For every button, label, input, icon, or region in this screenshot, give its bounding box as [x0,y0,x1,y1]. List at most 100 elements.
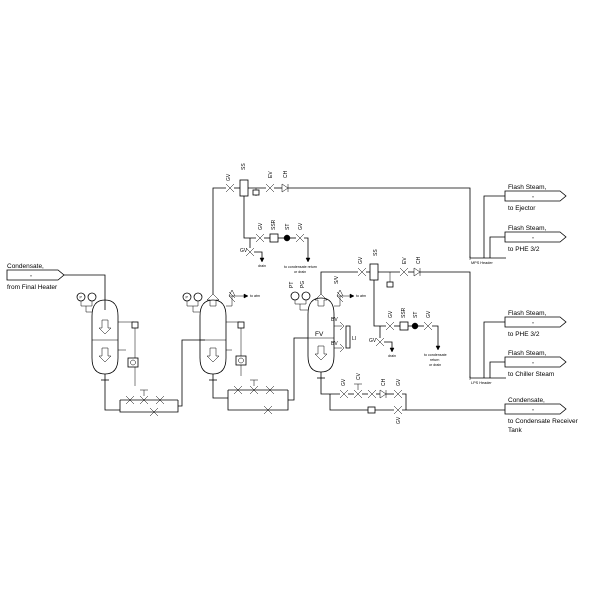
mps-header-label: MPS Header [471,261,493,265]
vessel-3-bv-tag-top: BV [331,317,338,323]
outlet-flash-steam-to-chiller: Flash Steam, » to Chiller Steam [504,350,567,378]
mps-trap-drop [243,196,256,239]
lps-trap-gv-b-tag: GV [426,310,432,318]
outlet-phe-1-arrow-box [504,231,567,243]
vessel-2-safety-valve [228,289,236,297]
mps-st-tag: ST [285,224,291,230]
mps-return-arrow-icon [305,257,311,263]
outlet-flash-steam-to-phe-1: Flash Steam, » to PHE 3/2 [504,225,567,253]
block-1-gate-valve-a [125,395,135,405]
vessel-3-bv-tag-bottom: BV [331,341,338,347]
lps-steam-trap [411,322,419,330]
mps-steam-line: GV SS EV CH GV SSR ST GV to condensate r… [225,163,471,274]
vessel-3-gauge-line [299,304,308,311]
outlet-condensate-line2: to Condensate Receiver [508,418,579,425]
mps-ssr-tag: SSR [271,219,277,230]
outlet-phe-1-flow-mark: » [532,236,534,240]
mps-header: MPS Header [469,195,506,265]
lps-check-valve [413,267,421,277]
mps-trap-gate-valve-b [295,233,305,243]
vessel-3-down-arrow [314,345,328,361]
block-2-control-valve [249,385,259,395]
lps-header-label: LPS Header [471,381,492,385]
valve-block-2-frame [227,390,289,411]
outlet-bypass-pipe [329,394,368,411]
inlet-flow-mark: » [30,274,32,278]
outlet-phe-2-line1: Flash Steam, [508,310,546,317]
outlet-phe-2-flow-mark: » [532,321,534,325]
outlet-chiller-line2: to Chiller Steam [508,371,554,378]
vessel-3-level-indicator [345,325,351,349]
block-1-control-actuator [140,389,148,396]
outlet-gate-valve-c [393,389,403,399]
vessel-2-gauge-label: P [186,296,189,300]
lps-expansion-valve [399,267,409,277]
outlet-check-valve [379,389,387,399]
vessel-3-outlet-pipe [320,378,340,395]
lps-steam-separator [369,263,379,281]
lps-drain-pipe [384,341,393,348]
vessel-1-level-sensor [131,321,139,329]
outlet-flash-steam-to-ejector: Flash Steam, » to Ejector [504,184,567,212]
vessel-3-pressure-transmitter [290,291,300,301]
valve-block-1-frame [119,400,179,413]
lps-branch-phe [483,321,505,378]
flash-vessel-1: P [76,292,139,381]
vessel-3-pg-tag: PG [300,281,306,288]
outlet-ch-tag: CH [381,378,387,386]
inlet-pipe [64,274,106,310]
vessel-3-li-valves [339,321,345,353]
vessel-3-flash-steam-riser [320,271,358,294]
outlet-bypass-strainer [367,406,376,414]
vessel-1-gauge-label: P [80,296,83,300]
lps-gate-valve-1 [357,267,367,277]
outlet-chiller-flow-mark: » [532,361,534,365]
vessel-1-gauge-line [85,306,92,313]
mps-ch-tag: CH [283,170,289,178]
outlet-condensate-to-receiver-tank: Condensate, » to Condensate Receiver Tan… [504,397,579,434]
vessel-2-gauge-tap [186,301,199,307]
mps-steam-trap [283,234,291,242]
vessel-1-body [91,299,119,375]
valve-block-1 [104,339,205,417]
lps-drain-gate-valve [375,337,385,347]
outlet-bypass-gate-valve [393,405,403,415]
outlet-ejector-line2: to Ejector [508,205,536,212]
vessel-2-vent-note: to atm [250,294,260,298]
block-1-gate-valve-b [155,395,165,405]
outlet-gate-valve-b [367,389,377,399]
vessel-3-up-arrow [314,293,328,307]
inlet-condensate-from-final-heater: Condensate, » from Final Heater [6,263,106,310]
valve-block-2 [212,337,308,415]
outlet-phe-2-line2: to PHE 3/2 [508,331,540,338]
outlet-cv-tag: CV [356,372,362,380]
mps-pipe-to-header [288,187,471,258]
vessel-1-down-arrow-top [98,319,112,335]
outlet-flash-steam-to-phe-2: Flash Steam, » to PHE 3/2 [504,310,567,338]
lps-pipe-to-header [420,271,471,378]
mps-trap-gate-valve-a [255,233,265,243]
lps-branch-chiller [489,361,505,378]
outlet-gv-a-tag: GV [341,378,347,386]
vessel-2-body [199,299,227,375]
lps-ch-tag: CH [416,256,422,264]
outlet-bypass-gv-tag: GV [396,416,402,424]
mps-drain-gate-valve [245,247,255,257]
outlet-chiller-arrow-box [504,356,567,368]
outlet-ejector-flow-mark: » [532,195,534,199]
inlet-condensate-line2: from Final Heater [7,284,58,291]
vessel-2-level-sensor [237,321,245,329]
lps-strainer-ssr [399,321,409,331]
mps-trap-gv-a-tag: GV [258,222,264,230]
vessel-1-down-arrow-bottom [98,347,112,363]
mps-branch-phe [489,236,505,258]
mps-drain-gv-tag: GV [240,248,248,254]
mps-drain-pipe [254,251,263,258]
lps-header: LPS Header [469,321,506,385]
condensate-outlet-line: GV CV CH GV GV [320,372,505,424]
vessel-2-vent-arrow-icon [243,293,249,299]
vessel-3-pt-tag: PT [289,282,295,288]
inlet-arrow-box [6,269,65,281]
block-2-gate-valve-a [233,385,243,395]
